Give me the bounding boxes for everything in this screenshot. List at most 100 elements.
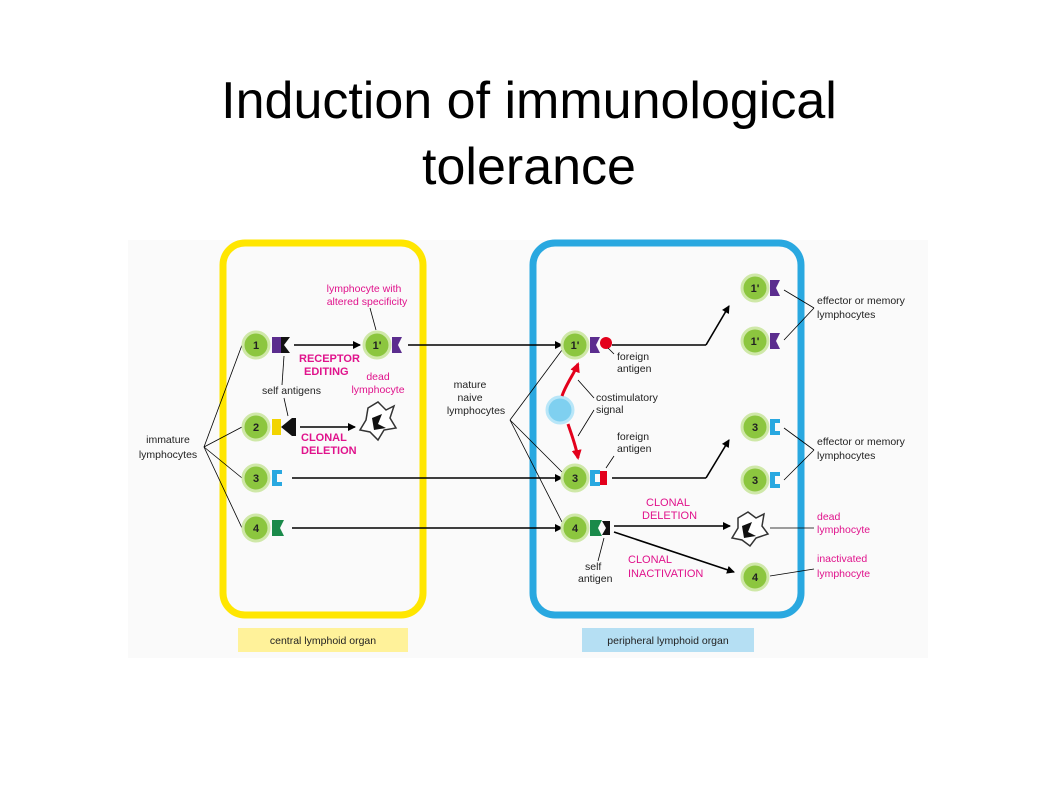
receptor-3	[272, 470, 282, 486]
title-line-2: tolerance	[422, 138, 636, 196]
clonal-deletion-peripheral-label-2: DELETION	[642, 510, 697, 522]
receptor-editing-label-1: RECEPTOR	[299, 353, 360, 365]
costim-arrow-up	[560, 362, 580, 397]
receptor-2-with-self-antigen	[272, 418, 296, 436]
effector-cell-3-a: 3	[740, 412, 770, 442]
self-antigens-pointer-1	[281, 355, 285, 386]
altered-specificity-label-1: lymphocyte with	[327, 283, 402, 295]
svg-text:1': 1'	[751, 336, 760, 348]
costim-label-2: signal	[596, 404, 623, 416]
svg-text:1': 1'	[571, 340, 580, 352]
dead-lymphocyte-peripheral-label-1: dead	[817, 511, 841, 523]
figure-background	[128, 240, 928, 658]
dead-lymphocyte-peripheral-icon	[730, 511, 770, 548]
effector-1-pointer-a	[783, 289, 815, 309]
mature-label-3: lymphocytes	[447, 405, 505, 417]
self-antigens-label: self antigens	[262, 385, 321, 397]
svg-text:2: 2	[253, 422, 259, 434]
arrow-activation-1-prime	[612, 305, 730, 346]
slide-title: Induction of immunological tolerance	[0, 68, 1058, 200]
svg-text:3: 3	[572, 473, 578, 485]
svg-text:4: 4	[253, 523, 260, 535]
immature-fan-lines	[203, 344, 243, 529]
self-antigen-label-1: self	[585, 561, 601, 573]
peripheral-cell-1-prime: 1'	[560, 330, 590, 360]
central-cell-2: 2	[241, 412, 271, 442]
effector-2-label-1: effector or memory	[817, 436, 906, 448]
costimulatory-cell	[545, 395, 575, 425]
receptor-1-with-self-antigen	[272, 337, 290, 353]
peripheral-cell-4: 4	[560, 513, 590, 543]
svg-text:1': 1'	[373, 340, 382, 352]
central-cell-1: 1	[241, 330, 271, 360]
peripheral-cell-3: 3	[560, 463, 590, 493]
svg-text:1': 1'	[751, 283, 760, 295]
costim-arrow-down	[566, 423, 582, 460]
mature-label-1: mature	[454, 379, 487, 391]
self-antigen-label-2: antigen	[578, 573, 613, 585]
altered-pointer	[369, 307, 377, 331]
foreign-antigen-2-pointer	[605, 455, 615, 469]
edited-cell-1-prime: 1'	[362, 330, 392, 360]
clonal-inactivation-label-2: INACTIVATION	[628, 568, 703, 580]
peripheral-organ-label: peripheral lymphoid organ	[607, 635, 729, 647]
central-organ-label: central lymphoid organ	[270, 635, 376, 647]
effector-cell-1-prime-a: 1'	[740, 273, 770, 303]
arrow-activation-3	[612, 439, 730, 479]
effector-2-pointer-a	[783, 427, 815, 451]
receptor-4-with-self-antigen	[590, 520, 610, 536]
foreign-antigen-1-label-2: antigen	[617, 363, 652, 375]
foreign-antigen-2-label-2: antigen	[617, 443, 652, 455]
peripheral-organ-box	[529, 239, 805, 619]
dead-lymphocyte-central-label-2: lymphocyte	[351, 384, 404, 396]
svg-text:1: 1	[253, 340, 259, 352]
foreign-antigen-2-label-1: foreign	[617, 431, 649, 443]
effector-2-pointer-b	[783, 449, 815, 481]
receptor-3-with-foreign-antigen	[590, 470, 607, 486]
clonal-deletion-central-label-1: CLONAL	[301, 432, 347, 444]
costim-pointer-up	[577, 379, 595, 399]
foreign-antigen-1-pointer	[607, 347, 615, 355]
central-organ-box	[219, 239, 427, 619]
costim-pointer-down	[577, 409, 595, 437]
mature-fan-lines	[509, 349, 563, 523]
clonal-deletion-central-label-2: DELETION	[301, 445, 357, 457]
effector-cell-3-b: 3	[740, 465, 770, 495]
dead-lymphocyte-central-label-1: dead	[366, 371, 390, 383]
svg-text:3: 3	[752, 475, 758, 487]
svg-text:4: 4	[572, 523, 579, 535]
title-line-1: Induction of immunological	[221, 72, 837, 130]
central-organ-label-bg	[238, 628, 408, 652]
receptor-1-prime	[392, 337, 402, 353]
mature-label-2: naive	[457, 392, 482, 404]
self-antigens-pointer-2	[283, 397, 289, 417]
peripheral-organ-label-bg	[582, 628, 754, 652]
svg-text:3: 3	[752, 422, 758, 434]
inactivated-label-1: inactivated	[817, 553, 867, 565]
immature-label-2: lymphocytes	[139, 449, 197, 461]
central-cell-3: 3	[241, 463, 271, 493]
svg-text:3: 3	[253, 473, 259, 485]
altered-specificity-label-2: altered specificity	[327, 296, 408, 308]
inactivated-label-2: lymphocyte	[817, 568, 870, 580]
immature-label-1: immature	[146, 434, 190, 446]
dead-lymphocyte-central-icon	[358, 401, 398, 442]
receptor-editing-label-2: EDITING	[304, 366, 349, 378]
inactivated-pointer	[769, 568, 815, 577]
effector-1-label-1: effector or memory	[817, 295, 906, 307]
self-antigen-pointer	[597, 537, 605, 562]
central-cell-4: 4	[241, 513, 271, 543]
dead-lymphocyte-peripheral-label-2: lymphocyte	[817, 524, 870, 536]
foreign-antigen-1-label-1: foreign	[617, 351, 649, 363]
costim-label-1: costimulatory	[596, 392, 659, 404]
svg-text:4: 4	[752, 572, 759, 584]
arrow-clonal-inactivation	[613, 531, 735, 574]
clonal-deletion-peripheral-label-1: CLONAL	[646, 497, 690, 509]
effector-1-pointer-b	[783, 307, 815, 341]
inactivated-cell-4: 4	[740, 562, 770, 592]
effector-2-label-2: lymphocytes	[817, 450, 875, 462]
effector-1-label-2: lymphocytes	[817, 309, 875, 321]
clonal-inactivation-label-1: CLONAL	[628, 554, 672, 566]
receptor-4	[272, 520, 284, 536]
